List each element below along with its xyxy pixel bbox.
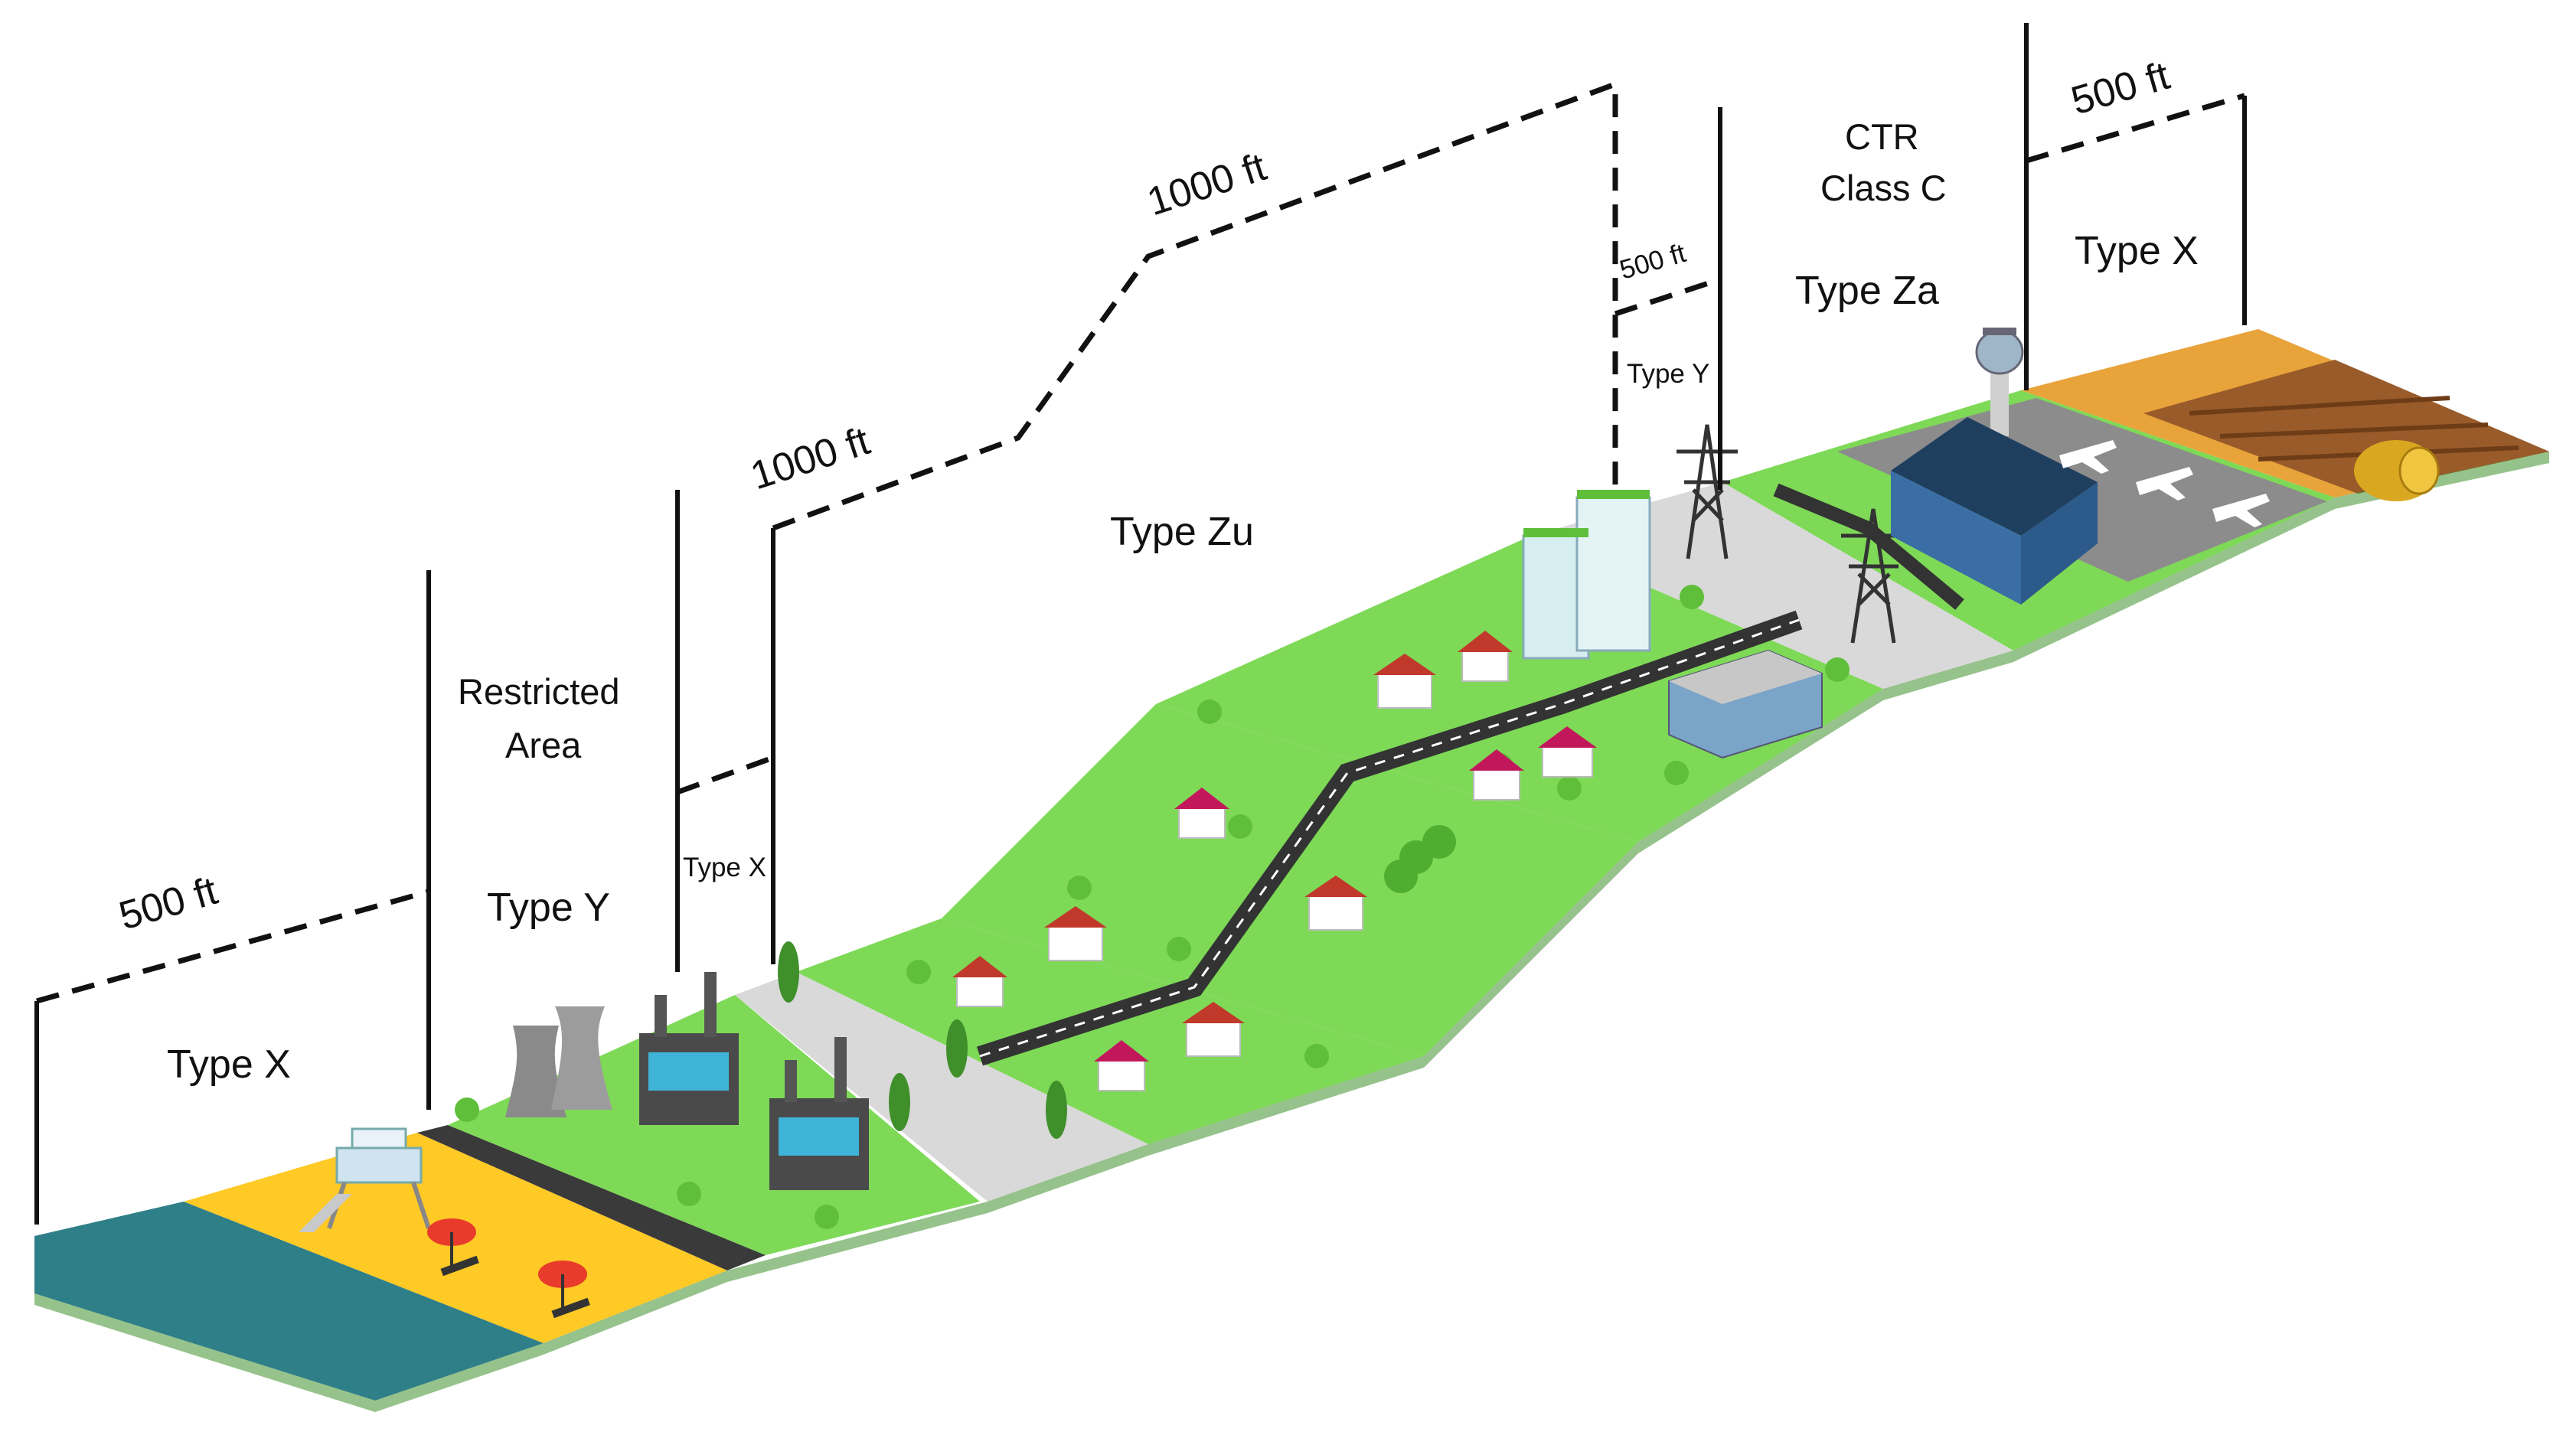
hay-bale-icon <box>2354 440 2440 501</box>
airport <box>1891 328 2270 605</box>
tree-icon <box>1664 761 1689 785</box>
label-ctr-line2: Class C <box>1820 168 1947 208</box>
house-icon <box>1304 876 1367 931</box>
house-icon <box>1044 906 1107 961</box>
ceiling-left-500ft <box>36 889 429 1004</box>
houses <box>952 631 1597 1091</box>
label-type-y-main: Type Y <box>487 885 610 930</box>
label-right-500ft: 500 ft <box>2066 54 2175 124</box>
control-tower-icon <box>1975 328 2024 436</box>
industry <box>505 972 869 1190</box>
terminal-icon <box>1891 417 2098 605</box>
tree-icon <box>946 1019 968 1078</box>
factory-icon <box>769 1037 869 1190</box>
tree-icon <box>778 941 799 1003</box>
residential-upper <box>1156 536 1883 842</box>
tree-icon <box>1304 1044 1329 1068</box>
label-type-y-small: Type Y <box>1627 359 1709 389</box>
coastal-road <box>417 1125 766 1270</box>
concrete-path <box>735 972 1148 1202</box>
tree-icon <box>906 960 931 984</box>
ceiling-type-x <box>676 755 775 795</box>
residential-lower <box>796 918 1424 1144</box>
label-restricted-line2: Area <box>505 725 582 765</box>
label-lower-1000ft: 1000 ft <box>746 419 876 498</box>
label-type-x-small: Type X <box>683 853 766 882</box>
tree-icon <box>1067 876 1092 900</box>
cooling-tower-icon <box>505 1006 612 1117</box>
beach-umbrella-icon <box>538 1261 590 1319</box>
tree-icon <box>1680 585 1704 609</box>
label-upper-1000ft: 1000 ft <box>1142 145 1272 224</box>
label-type-zu: Type Zu <box>1110 510 1254 554</box>
ceiling-type-zu <box>772 80 1618 531</box>
tree-icon <box>1046 1081 1067 1139</box>
warehouse-icon <box>1668 649 1823 759</box>
city-buildings <box>1522 490 1823 759</box>
tree-icon <box>1422 825 1456 859</box>
tree-icon <box>1228 814 1252 839</box>
tree-icon <box>889 1073 910 1131</box>
sea-strip <box>34 1202 544 1401</box>
airport-access-road <box>1773 483 1964 610</box>
house-icon <box>1094 1040 1149 1091</box>
beach-umbrella-icon <box>427 1218 479 1277</box>
tree-icon <box>1557 776 1582 801</box>
roads <box>977 483 1964 1066</box>
house-icon <box>1458 631 1513 682</box>
label-left-type-x: Type X <box>167 1042 291 1087</box>
tree-icon <box>815 1205 839 1229</box>
house-icon <box>1538 726 1597 778</box>
label-left-500ft: 500 ft <box>114 869 223 939</box>
tree-icon <box>1384 859 1418 893</box>
airspace-boundaries <box>34 23 2247 1225</box>
label-right-type-x: Type X <box>2075 229 2199 273</box>
label-mid-500ft: 500 ft <box>1616 238 1689 285</box>
factory-icon <box>639 972 739 1125</box>
airplane-icon <box>2059 440 2270 527</box>
tree-icon <box>1197 700 1222 724</box>
tree-icon <box>455 1097 479 1122</box>
main-road-markings <box>979 618 1800 1058</box>
lifeguard-tower-icon <box>299 1127 431 1232</box>
tree-icon <box>1167 937 1191 961</box>
office-tower-icon <box>1522 490 1651 660</box>
terrain <box>34 329 2549 1412</box>
ceiling-type-y-small <box>1614 276 1722 317</box>
label-ctr-line1: CTR <box>1845 116 1919 157</box>
beach-items <box>299 1127 590 1319</box>
farm-soil <box>2143 360 2549 494</box>
farmland <box>2189 396 2519 501</box>
tree-icon <box>1825 657 1850 682</box>
house-icon <box>1182 1002 1245 1057</box>
house-icon <box>1174 788 1229 839</box>
house-icon <box>1469 749 1524 801</box>
house-icon <box>1373 654 1436 709</box>
label-restricted-line1: Restricted <box>458 671 620 712</box>
ceiling-right-500ft <box>2025 93 2246 164</box>
house-icon <box>952 956 1007 1007</box>
tree-icon <box>677 1182 701 1206</box>
label-type-za: Type Za <box>1795 269 1939 313</box>
